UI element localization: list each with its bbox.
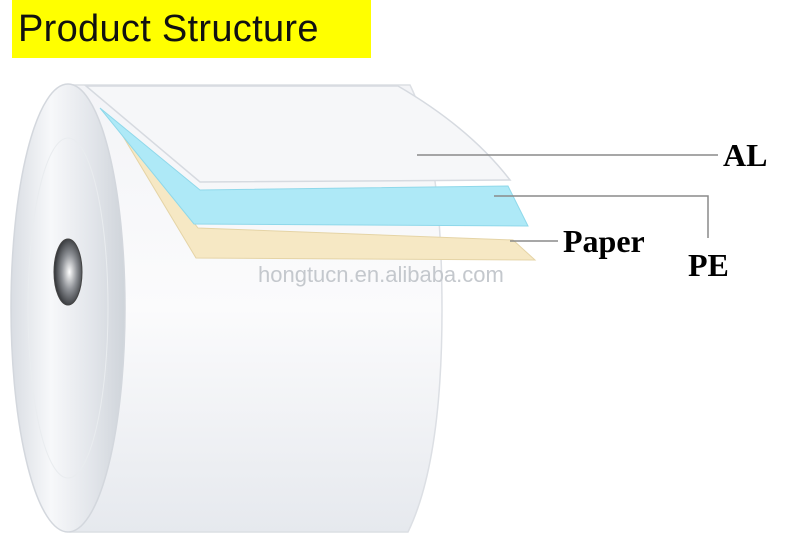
roll-core-hole bbox=[53, 238, 83, 306]
page-title: Product Structure bbox=[18, 7, 319, 50]
al-layer bbox=[83, 85, 512, 183]
paper-label: Paper bbox=[563, 223, 645, 259]
pe-layer bbox=[99, 107, 529, 227]
title-banner: Product Structure bbox=[12, 0, 371, 58]
watermark-text: hongtucn.en.alibaba.com bbox=[258, 262, 504, 287]
al-label: AL bbox=[723, 137, 768, 173]
pe-label: PE bbox=[688, 247, 729, 283]
roll-end-face bbox=[10, 83, 126, 533]
pe-leader-line bbox=[494, 195, 709, 238]
